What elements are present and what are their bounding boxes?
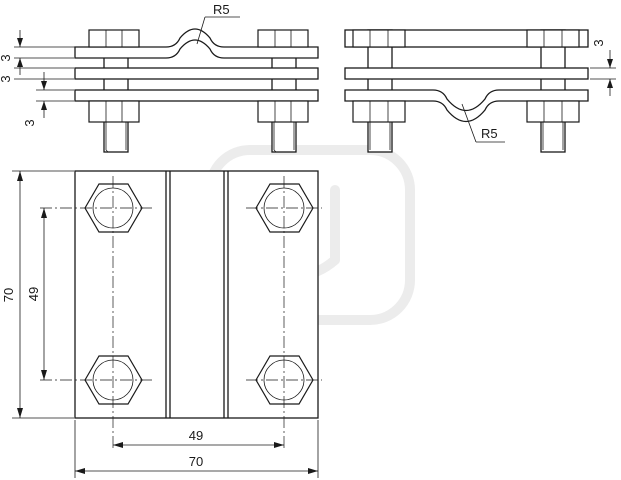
center-lines <box>40 176 322 448</box>
middle-plate-lower <box>74 89 319 102</box>
width-dimension: 70 <box>74 420 319 478</box>
side-middle-plate-upper <box>344 67 589 80</box>
plate-thickness-dimension-top: 3 <box>0 30 88 75</box>
width-label: 70 <box>189 454 203 469</box>
radius-leader-side <box>461 103 477 143</box>
side-nut-bottom-left <box>352 100 406 123</box>
bolt-spacing-horizontal-label: 49 <box>189 428 203 443</box>
bolt-spacing-horizontal-dimension: 49 <box>113 428 284 448</box>
bolt-spacing-vertical-label: 49 <box>26 287 41 301</box>
side-nut-bottom-right <box>526 100 580 123</box>
top-plate <box>74 28 319 59</box>
radius-label-side: R5 <box>481 126 498 141</box>
side-view: R5 3 <box>344 29 616 153</box>
thread-lines <box>105 122 295 153</box>
top-view: 70 49 49 70 <box>1 170 322 478</box>
radius-leader-top <box>196 16 206 45</box>
radius-label-top: R5 <box>213 2 230 17</box>
middle-plate-upper <box>74 67 319 80</box>
side-thread-lines <box>369 122 564 150</box>
height-dimension: 70 <box>1 170 74 419</box>
side-plate-thickness-dimension: 3 <box>590 39 616 96</box>
side-nut-top-left <box>352 29 406 48</box>
nut-bottom-right <box>257 100 309 123</box>
plate-thickness-label-mid: 3 <box>0 75 13 82</box>
bolt-spacing-vertical-dimension: 49 <box>26 208 47 380</box>
side-plate-thickness-label: 3 <box>591 39 606 46</box>
plate-thickness-label-top: 3 <box>0 54 13 61</box>
height-label: 70 <box>1 288 16 302</box>
nut-bottom-left <box>88 100 140 123</box>
nut-top-left <box>88 29 140 48</box>
front-view: R5 3 3 3 <box>0 2 319 153</box>
side-bottom-plate <box>344 89 589 123</box>
plate-thickness-label-lower: 3 <box>22 119 37 126</box>
side-nut-top-right <box>526 29 580 48</box>
plate-thickness-dimension-lower: 3 <box>22 72 74 127</box>
nut-top-right <box>257 29 309 48</box>
